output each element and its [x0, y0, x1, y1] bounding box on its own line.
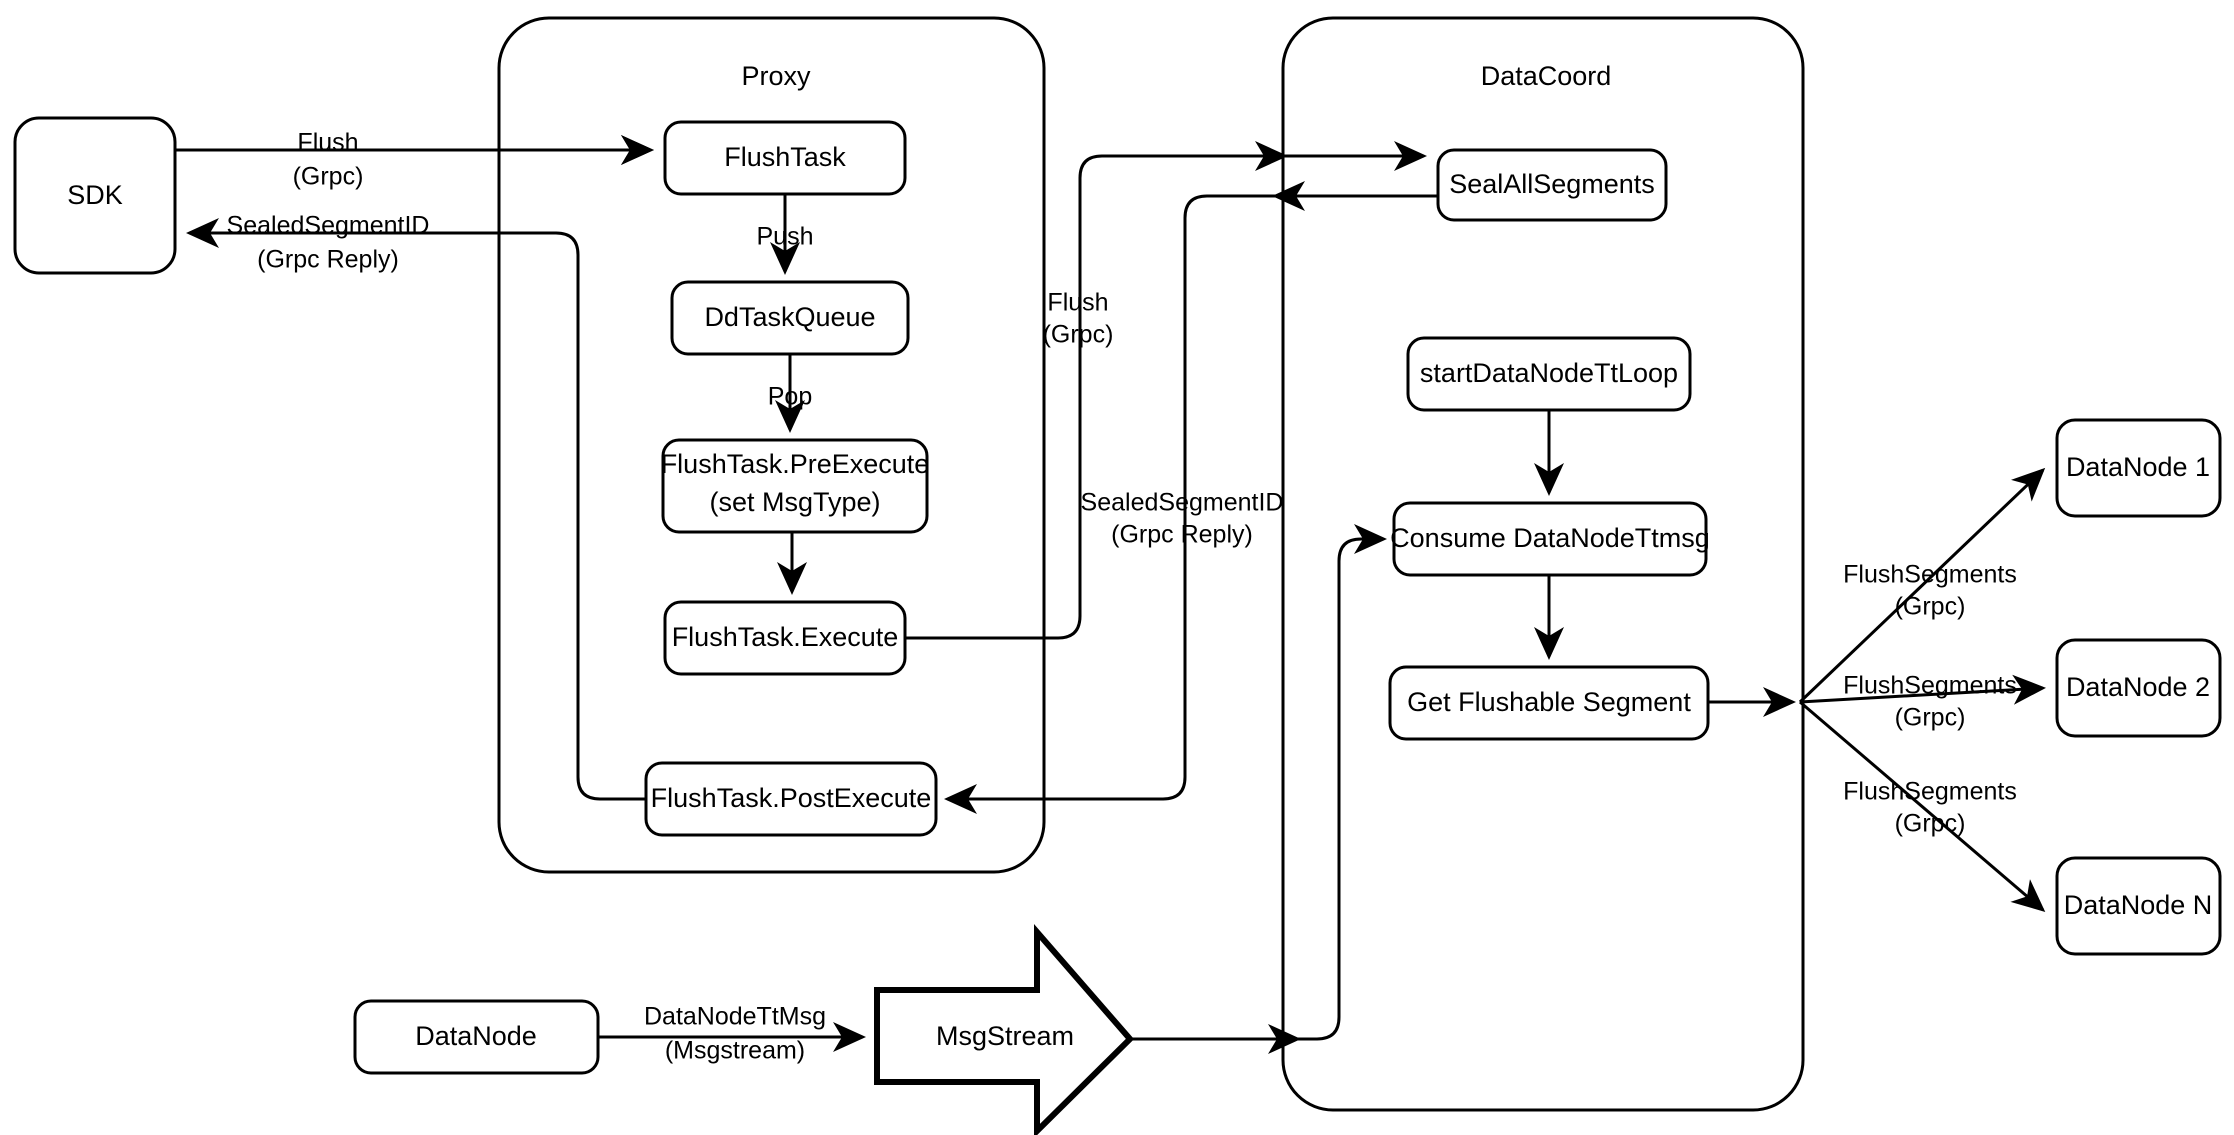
node-flush-task-label: FlushTask [724, 142, 846, 172]
group-datacoord-label: DataCoord [1481, 61, 1612, 91]
node-execute-label: FlushTask.Execute [672, 622, 899, 652]
edge-datacoord-to-postexecute [944, 194, 1438, 814]
edge-junction-to-datanode-1 [1798, 467, 2046, 704]
edge-flush-dn1-label-line2: (Grpc) [1895, 593, 1966, 621]
edge-datacoord-inbound-to-consume [1289, 524, 1387, 1041]
edge-datanode-to-msgstream-label-line2: (Msgstream) [665, 1037, 805, 1065]
edge-datacoord-to-proxy-label-line2: (Grpc Reply) [1111, 521, 1253, 549]
node-datanode-n[interactable] [2055, 856, 2222, 956]
edge-flush-dnn-label-line1: FlushSegments [1843, 778, 2017, 806]
node-dd-task-queue-label: DdTaskQueue [704, 302, 875, 332]
edge-flush-dnn-label-line2: (Grpc) [1895, 810, 1966, 838]
edge-flush-dn2-label-line1: FlushSegments [1843, 672, 2017, 700]
node-start-datanode-tt-loop-label: startDataNodeTtLoop [1420, 358, 1678, 388]
node-pre-execute[interactable] [661, 438, 929, 534]
edge-junction-to-datanode-n [1799, 700, 2046, 912]
edge-sdk-to-proxy-label-line1: Flush [297, 129, 358, 157]
node-sdk-label: SDK [67, 180, 123, 210]
node-seal-all-segments-label: SealAllSegments [1449, 169, 1655, 199]
edge-proxy-to-datacoord-label-line1: Flush [1047, 289, 1108, 317]
node-datanode-1-label: DataNode 1 [2066, 452, 2210, 482]
edge-junction-to-datanode-2 [1799, 674, 2046, 705]
edge-postexecute-to-sdk [186, 218, 646, 801]
node-sdk[interactable] [13, 116, 177, 275]
node-pre-execute-label-line2: (set MsgType) [709, 487, 880, 517]
edge-datacoord-to-proxy-label-line1: SealedSegmentID [1081, 489, 1284, 517]
edge-push-label: Push [757, 223, 814, 251]
group-proxy-label: Proxy [741, 61, 811, 91]
edge-flush-dn1-label-line1: FlushSegments [1843, 561, 2017, 589]
edge-proxy-to-sdk-label-line1: SealedSegmentID [227, 212, 430, 240]
edge-datanode-to-msgstream-label-line1: DataNodeTtMsg [644, 1003, 826, 1031]
node-get-flushable-segment-label: Get Flushable Segment [1407, 687, 1691, 717]
node-seal-all-segments[interactable] [1436, 148, 1668, 222]
node-pre-execute-label-line1: FlushTask.PreExecute [661, 449, 930, 479]
node-datanode-1[interactable] [2055, 418, 2222, 518]
node-msgstream-label: MsgStream [936, 1021, 1074, 1051]
node-post-execute-label: FlushTask.PostExecute [651, 783, 932, 813]
node-msgstream[interactable] [874, 923, 1135, 1135]
node-consume-datanode-ttmsg-label: Consume DataNodeTtmsg [1390, 523, 1710, 553]
node-datanode-2[interactable] [2055, 638, 2222, 738]
edge-execute-to-datacoord [905, 141, 1427, 640]
edge-pop-label: Pop [768, 383, 812, 411]
edge-flush-dn2-label-line2: (Grpc) [1895, 704, 1966, 732]
node-datanode-source-label: DataNode [415, 1021, 537, 1051]
node-datanode-2-label: DataNode 2 [2066, 672, 2210, 702]
edge-sdk-to-proxy-label-line2: (Grpc) [293, 163, 364, 191]
edge-proxy-to-sdk-label-line2: (Grpc Reply) [257, 246, 399, 274]
edge-proxy-to-datacoord-label-line2: (Grpc) [1043, 321, 1114, 349]
node-datanode-n-label: DataNode N [2064, 890, 2213, 920]
